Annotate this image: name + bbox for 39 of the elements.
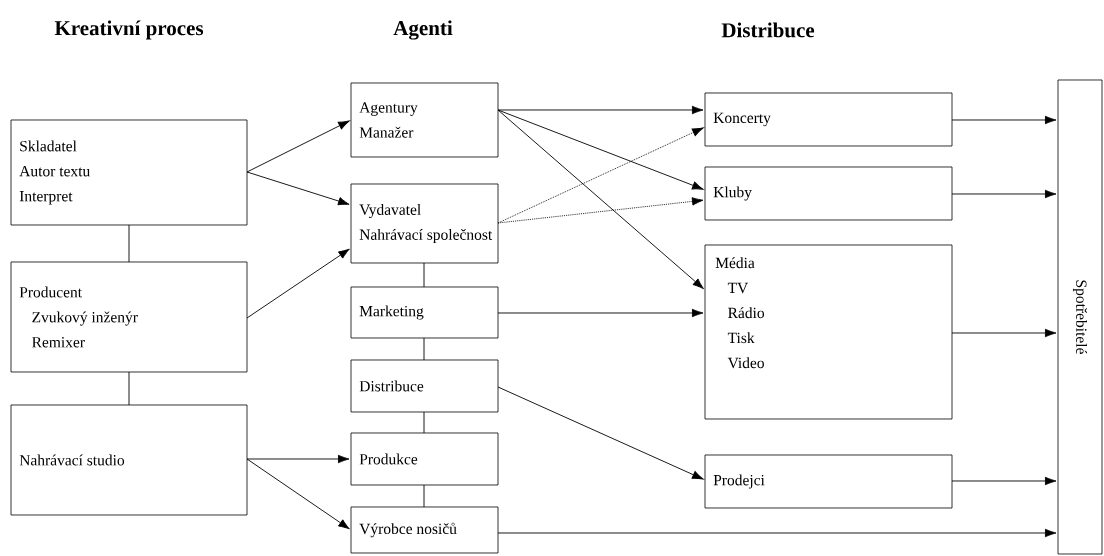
arrow bbox=[497, 109, 704, 290]
connector-line bbox=[423, 337, 425, 361]
arrow bbox=[246, 454, 350, 464]
connector-line bbox=[128, 371, 130, 406]
arrow bbox=[951, 115, 1057, 125]
process-box: Kluby bbox=[704, 166, 953, 221]
arrow bbox=[497, 109, 704, 190]
process-box: Distribuce bbox=[350, 359, 499, 413]
process-box: Prodejci bbox=[704, 454, 953, 509]
arrow bbox=[497, 386, 704, 480]
arrow bbox=[951, 476, 1057, 486]
arrow bbox=[951, 189, 1057, 199]
column-heading: Kreativní proces bbox=[54, 20, 204, 40]
process-box: Média TV Rádio Tisk Video bbox=[704, 244, 953, 420]
column-heading: Distribuce bbox=[721, 22, 815, 38]
process-box: Nahrávací studio bbox=[10, 404, 248, 516]
process-box: Agentury Manažer bbox=[350, 82, 499, 158]
process-box: Produkce bbox=[350, 432, 499, 486]
process-box: Producent Zvukový inženýr Remixer bbox=[10, 261, 248, 373]
arrow bbox=[246, 458, 350, 530]
column-heading: Agenti bbox=[393, 20, 453, 40]
arrow bbox=[246, 171, 350, 206]
process-box: Skladatel Autor textu Interpret bbox=[10, 119, 248, 226]
arrow bbox=[497, 197, 704, 224]
connector-line bbox=[423, 484, 425, 508]
connector-line bbox=[423, 262, 425, 288]
arrow bbox=[497, 105, 704, 115]
process-box: Výrobce nosičů bbox=[350, 506, 499, 554]
arrow bbox=[246, 248, 350, 319]
connector-line bbox=[128, 224, 130, 263]
arrow bbox=[497, 308, 704, 318]
process-box: Marketing bbox=[350, 286, 499, 339]
arrow bbox=[497, 528, 1057, 538]
arrow bbox=[951, 328, 1057, 338]
process-box: Koncerty bbox=[704, 92, 953, 147]
target-box: Spotřebitelé bbox=[1057, 79, 1103, 555]
process-box: Vydavatel Nahrávací společnost bbox=[350, 183, 499, 264]
connector-line bbox=[423, 411, 425, 434]
arrow bbox=[246, 120, 350, 173]
